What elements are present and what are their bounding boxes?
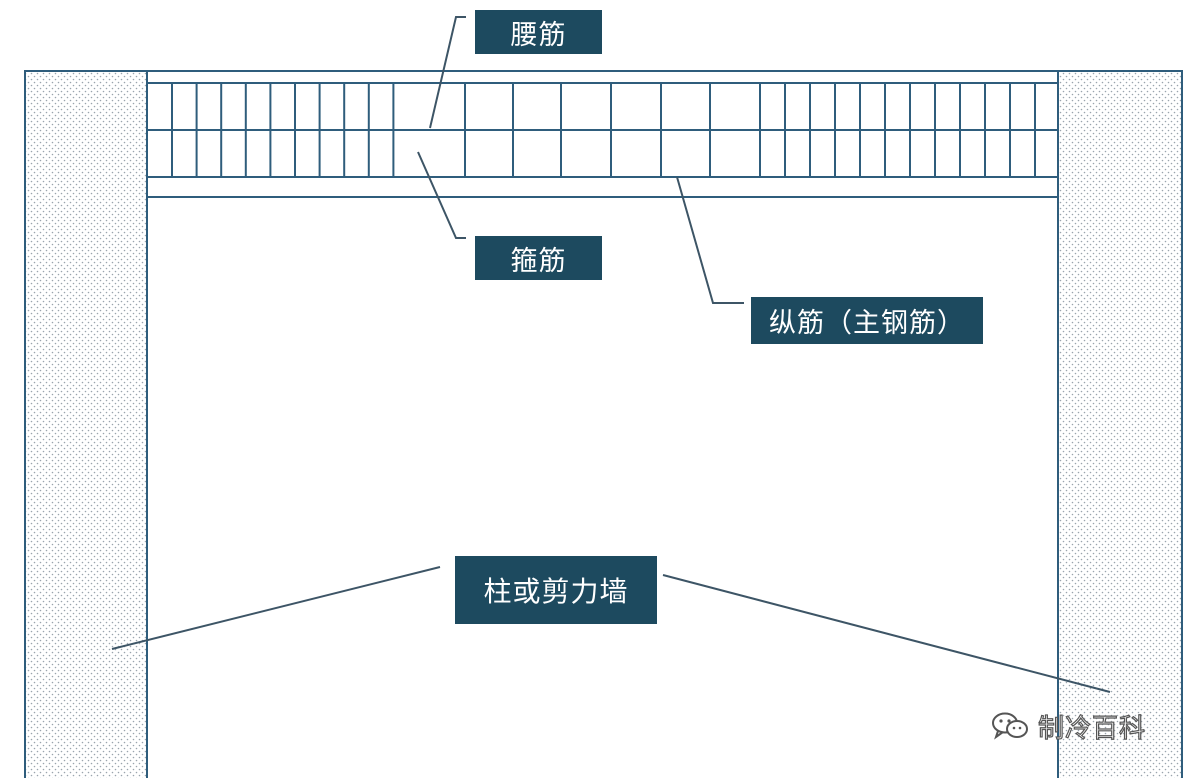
label-stirrup: 箍筋	[475, 236, 602, 280]
leader-right-column	[662, 574, 1111, 693]
wechat-icon	[992, 712, 1028, 740]
watermark-text: 制冷百科	[1037, 713, 1147, 744]
watermark: 制冷百科	[990, 708, 1146, 744]
leader-longitudinal-bar	[676, 176, 744, 304]
label-longitudinal-bar: 纵筋（主钢筋）	[751, 297, 983, 344]
leader-left-column	[111, 566, 441, 650]
leader-stirrup	[417, 151, 466, 239]
left-column	[24, 70, 148, 778]
right-column	[1057, 70, 1183, 778]
label-waist-bar: 腰筋	[475, 10, 602, 54]
label-column-or-shear-wall: 柱或剪力墙	[455, 556, 657, 624]
stirrup-group	[171, 83, 1036, 177]
leader-waist-bar	[429, 16, 466, 129]
